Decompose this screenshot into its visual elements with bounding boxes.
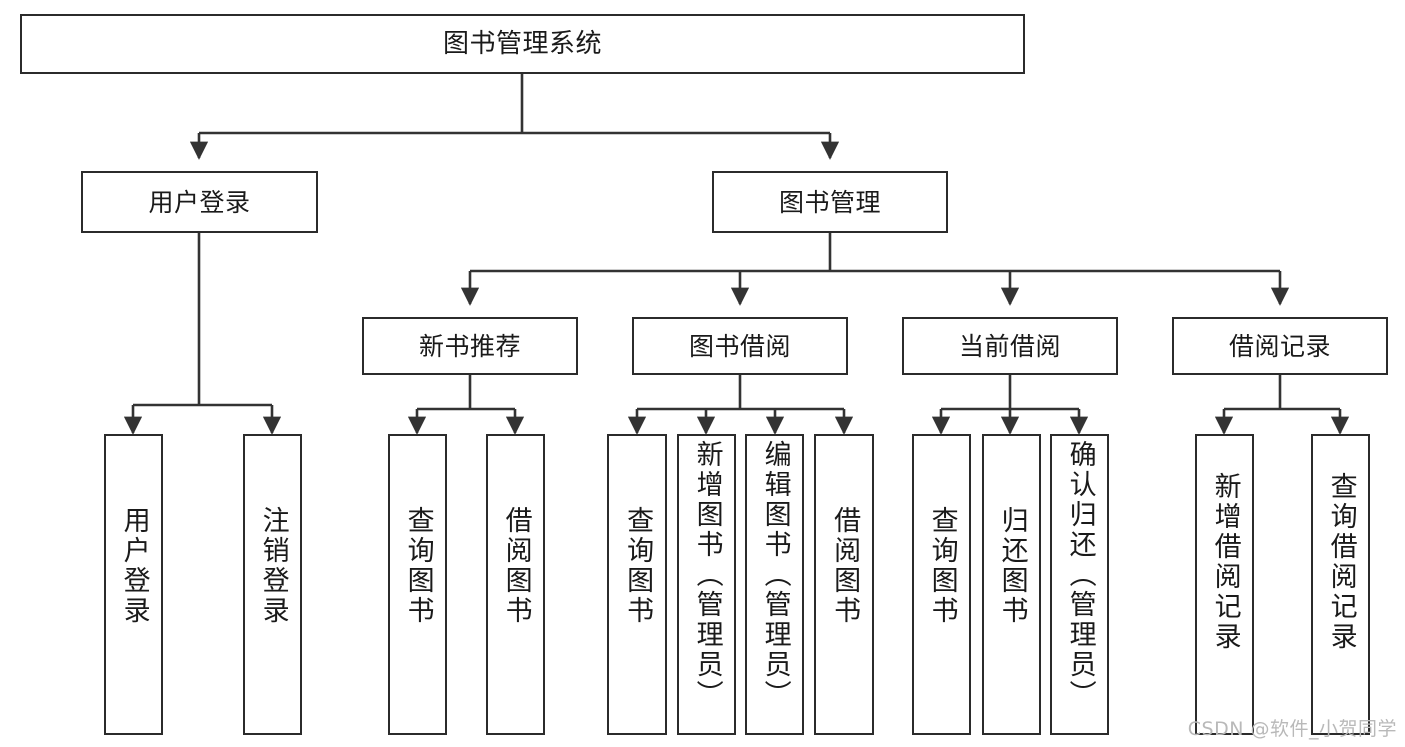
node-leaf-add-book-admin[interactable]: 新增图书（管理员）: [677, 434, 736, 735]
node-user-login[interactable]: 用户登录: [81, 171, 318, 233]
node-leaf-confirm-return-admin[interactable]: 确认归还（管理员）: [1050, 434, 1109, 735]
node-label: 归还图书: [996, 506, 1028, 626]
node-label: 查询图书: [926, 506, 958, 626]
node-current-borrowing[interactable]: 当前借阅: [902, 317, 1118, 375]
node-book-borrowing[interactable]: 图书借阅: [632, 317, 848, 375]
node-leaf-user-login[interactable]: 用户登录: [104, 434, 163, 735]
node-leaf-logout[interactable]: 注销登录: [243, 434, 302, 735]
node-label: 图书管理: [778, 187, 881, 217]
node-borrowing-records[interactable]: 借阅记录: [1172, 317, 1388, 375]
node-label: 新书推荐: [418, 331, 521, 361]
node-leaf-query-books-current[interactable]: 查询图书: [912, 434, 971, 735]
node-new-book-recommendation[interactable]: 新书推荐: [362, 317, 578, 375]
node-label: 新增图书（管理员）: [691, 440, 723, 710]
node-leaf-borrow-books-borrow[interactable]: 借阅图书: [814, 434, 874, 735]
node-label: 用户登录: [118, 506, 150, 626]
node-leaf-return-books[interactable]: 归还图书: [982, 434, 1041, 735]
node-leaf-query-borrow-record[interactable]: 查询借阅记录: [1311, 434, 1370, 735]
watermark-text: CSDN @软件_小贺同学: [1187, 718, 1397, 740]
node-label: 当前借阅: [958, 331, 1061, 361]
node-leaf-add-borrow-record[interactable]: 新增借阅记录: [1195, 434, 1254, 735]
node-label: 借阅图书: [500, 506, 532, 626]
node-leaf-borrow-books-recommend[interactable]: 借阅图书: [486, 434, 545, 735]
node-label: 编辑图书（管理员）: [759, 440, 791, 710]
node-label: 新增借阅记录: [1209, 472, 1241, 652]
node-label: 查询借阅记录: [1325, 472, 1357, 652]
node-label: 图书借阅: [688, 331, 791, 361]
node-leaf-edit-book-admin[interactable]: 编辑图书（管理员）: [745, 434, 804, 735]
node-label: 注销登录: [257, 506, 289, 626]
node-label: 借阅图书: [829, 506, 861, 626]
node-label: 确认归还（管理员）: [1064, 440, 1096, 710]
node-book-management[interactable]: 图书管理: [712, 171, 948, 233]
node-label: 查询图书: [622, 506, 654, 626]
node-label: 图书管理系统: [442, 29, 602, 59]
node-leaf-query-books-recommend[interactable]: 查询图书: [388, 434, 447, 735]
node-label: 查询图书: [402, 506, 434, 626]
node-label: 借阅记录: [1228, 331, 1331, 361]
node-root-book-management-system[interactable]: 图书管理系统: [20, 14, 1025, 74]
node-leaf-query-books-borrow[interactable]: 查询图书: [607, 434, 667, 735]
node-label: 用户登录: [148, 187, 251, 217]
